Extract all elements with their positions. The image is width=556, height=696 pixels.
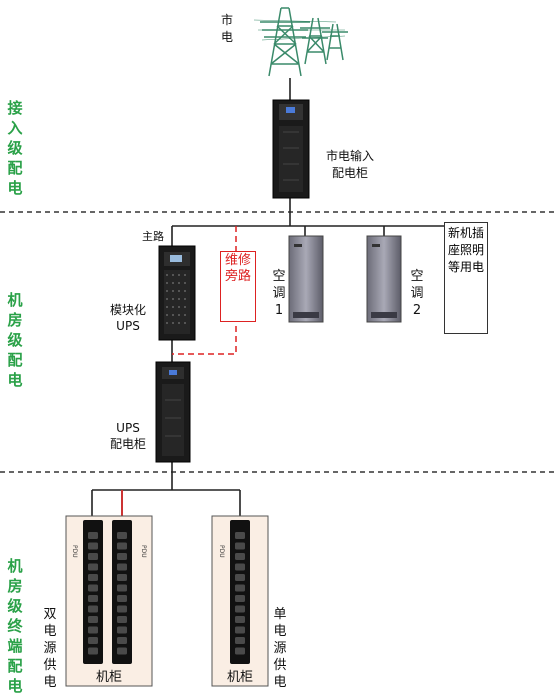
pdu-socket: [88, 542, 98, 550]
city-power-label: 市电: [220, 13, 233, 44]
rack-left-label: 机柜: [95, 670, 122, 685]
lighting-box: 新机插座照明等用电: [444, 222, 488, 334]
pdu-socket: [88, 532, 98, 539]
pdu-socket: [235, 584, 245, 592]
pdu-socket: [88, 584, 98, 592]
pdu-socket: [88, 563, 98, 571]
pdu-socket: [235, 532, 245, 539]
pdu-socket: [88, 553, 98, 560]
bypass-label: 维修旁路: [220, 251, 256, 322]
pdu-socket: [235, 605, 245, 613]
pdu-socket: [117, 584, 127, 592]
zone-label-access: 接入级配电: [7, 99, 23, 197]
pdu-socket: [88, 647, 98, 655]
zone-label-room: 机房级配电: [7, 291, 23, 389]
pdu-socket: [235, 637, 245, 644]
modular-ups-icon: [158, 245, 196, 341]
pdu-socket: [235, 553, 245, 560]
ac2-label: 空调2: [410, 269, 424, 318]
rack-left-icon: [65, 515, 153, 687]
modular-ups-label-line1: 模块化: [109, 303, 146, 317]
rack-right-label: 机柜: [226, 670, 253, 685]
modular-ups-label-line2: UPS: [116, 319, 140, 333]
mains-cabinet-label-line1: 市电输入: [325, 149, 374, 163]
pdu-socket: [117, 595, 127, 602]
pdu-socket: [88, 626, 98, 634]
pdu-socket: [117, 542, 127, 550]
pdu-socket: [235, 626, 245, 634]
mains-cabinet-label-line2: 配电柜: [331, 166, 368, 180]
pdu-socket: [117, 647, 127, 655]
pdu-socket: [117, 563, 127, 571]
pdu-socket: [235, 563, 245, 571]
main-path-label: 主路: [142, 230, 164, 243]
air-conditioner-1-icon: [288, 235, 324, 323]
ups-cabinet-label-line1: UPS: [116, 421, 140, 435]
power-lines: [91, 78, 461, 520]
pdu-label-1: PDU: [71, 545, 78, 558]
dual-power-label: 双电源供电: [43, 607, 57, 690]
pdu-socket: [88, 605, 98, 613]
pdu-socket: [235, 647, 245, 655]
pdu-socket: [117, 574, 127, 581]
pdu-socket: [88, 637, 98, 644]
pdu-socket: [117, 626, 127, 634]
pdu-socket: [235, 595, 245, 602]
air-conditioner-2-icon: [366, 235, 402, 323]
ups-cabinet-label-line2: 配电柜: [109, 437, 146, 451]
ac1-label: 空调1: [272, 269, 286, 318]
pdu-socket: [88, 574, 98, 581]
pdu-socket: [235, 542, 245, 550]
single-power-label: 单电源供电: [273, 607, 287, 690]
zone-label-terminal: 机房级终端配电: [7, 557, 23, 695]
pdu-socket: [117, 532, 127, 539]
mains-cabinet-icon: [272, 99, 310, 199]
pdu-label-2: PDU: [140, 545, 147, 558]
pdu-socket: [117, 637, 127, 644]
pdu-socket: [88, 595, 98, 602]
pdu-sockets: [88, 532, 245, 655]
pdu-socket: [235, 574, 245, 581]
power-tower-icon: [253, 7, 348, 77]
pdu-socket: [117, 616, 127, 623]
pdu-socket: [117, 553, 127, 560]
pdu-socket: [88, 616, 98, 623]
pdu-socket: [235, 616, 245, 623]
pdu-label-3: PDU: [218, 545, 225, 558]
pdu-socket: [117, 605, 127, 613]
ups-cabinet-icon: [155, 361, 191, 463]
